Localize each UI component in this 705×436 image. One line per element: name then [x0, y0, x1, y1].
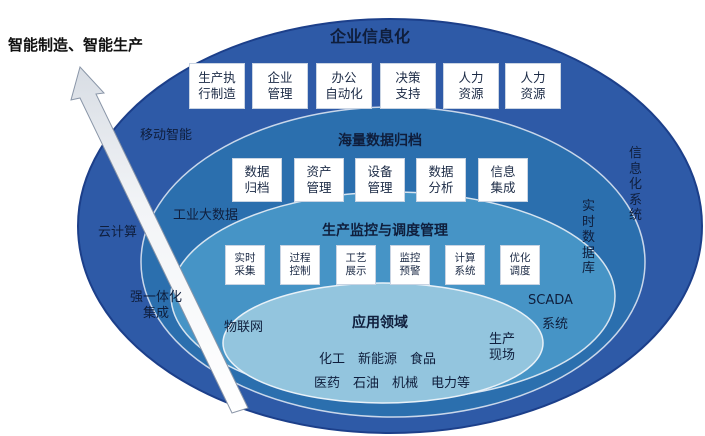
- monitor-item-computing-system: 计算 系统: [445, 245, 485, 285]
- cloud-computing-label: 云计算: [98, 225, 138, 240]
- upward-arrow: [70, 65, 249, 414]
- outer-item-enterprise-management: 企业 管理: [252, 63, 308, 109]
- info-system-label: 信 息 化 系 统: [629, 146, 643, 224]
- monitor-item-optimized-scheduling: 优化 调度: [500, 245, 540, 285]
- monitor-item-warning: 监控 预警: [390, 245, 430, 285]
- monitor-item-process-control: 过程 控制: [280, 245, 320, 285]
- monitor-item-process-display: 工艺 展示: [336, 245, 376, 285]
- outer-layer-title: 企业信息化: [329, 27, 410, 46]
- data-item-analysis: 数据 分析: [416, 158, 466, 202]
- application-layer-title: 应用领域: [352, 315, 408, 331]
- headline: 智能制造、智能生产: [8, 36, 144, 54]
- data-item-integration: 信息 集成: [478, 158, 528, 202]
- outer-item-office-automation: 办公 自动化: [316, 63, 372, 109]
- monitor-layer-title: 生产监控与调度管理: [322, 223, 448, 239]
- data-layer-title: 海量数据归档: [338, 133, 422, 149]
- realtime-database-label: 实 时 数 据 库: [582, 199, 596, 277]
- industrial-bigdata-label: 工业大数据: [173, 208, 239, 223]
- scada-label: SCADA: [528, 293, 573, 308]
- application-domains-row2: 医药 石油 机械 电力等: [314, 376, 471, 391]
- outer-item-human-resources-1: 人力 资源: [443, 63, 499, 109]
- outer-item-human-resources-2: 人力 资源: [505, 63, 561, 109]
- outer-item-production-execution: 生产执 行制造: [189, 63, 245, 109]
- monitor-item-realtime-collection: 实时 采集: [225, 245, 265, 285]
- scada-system-label: 系统: [542, 317, 569, 332]
- integration-label: 强一体化 集成: [130, 290, 183, 321]
- data-item-equipment-management: 设备 管理: [355, 158, 405, 202]
- production-site-label: 生产 现场: [489, 332, 516, 363]
- application-ellipse: [222, 282, 544, 404]
- mobile-intelligence-label: 移动智能: [140, 128, 193, 143]
- data-item-asset-management: 资产 管理: [294, 158, 344, 202]
- application-domains-row1: 化工 新能源 食品: [319, 352, 437, 367]
- data-item-archive: 数据 归档: [232, 158, 282, 202]
- outer-item-decision-support: 决策 支持: [380, 63, 436, 109]
- iot-label: 物联网: [224, 320, 264, 335]
